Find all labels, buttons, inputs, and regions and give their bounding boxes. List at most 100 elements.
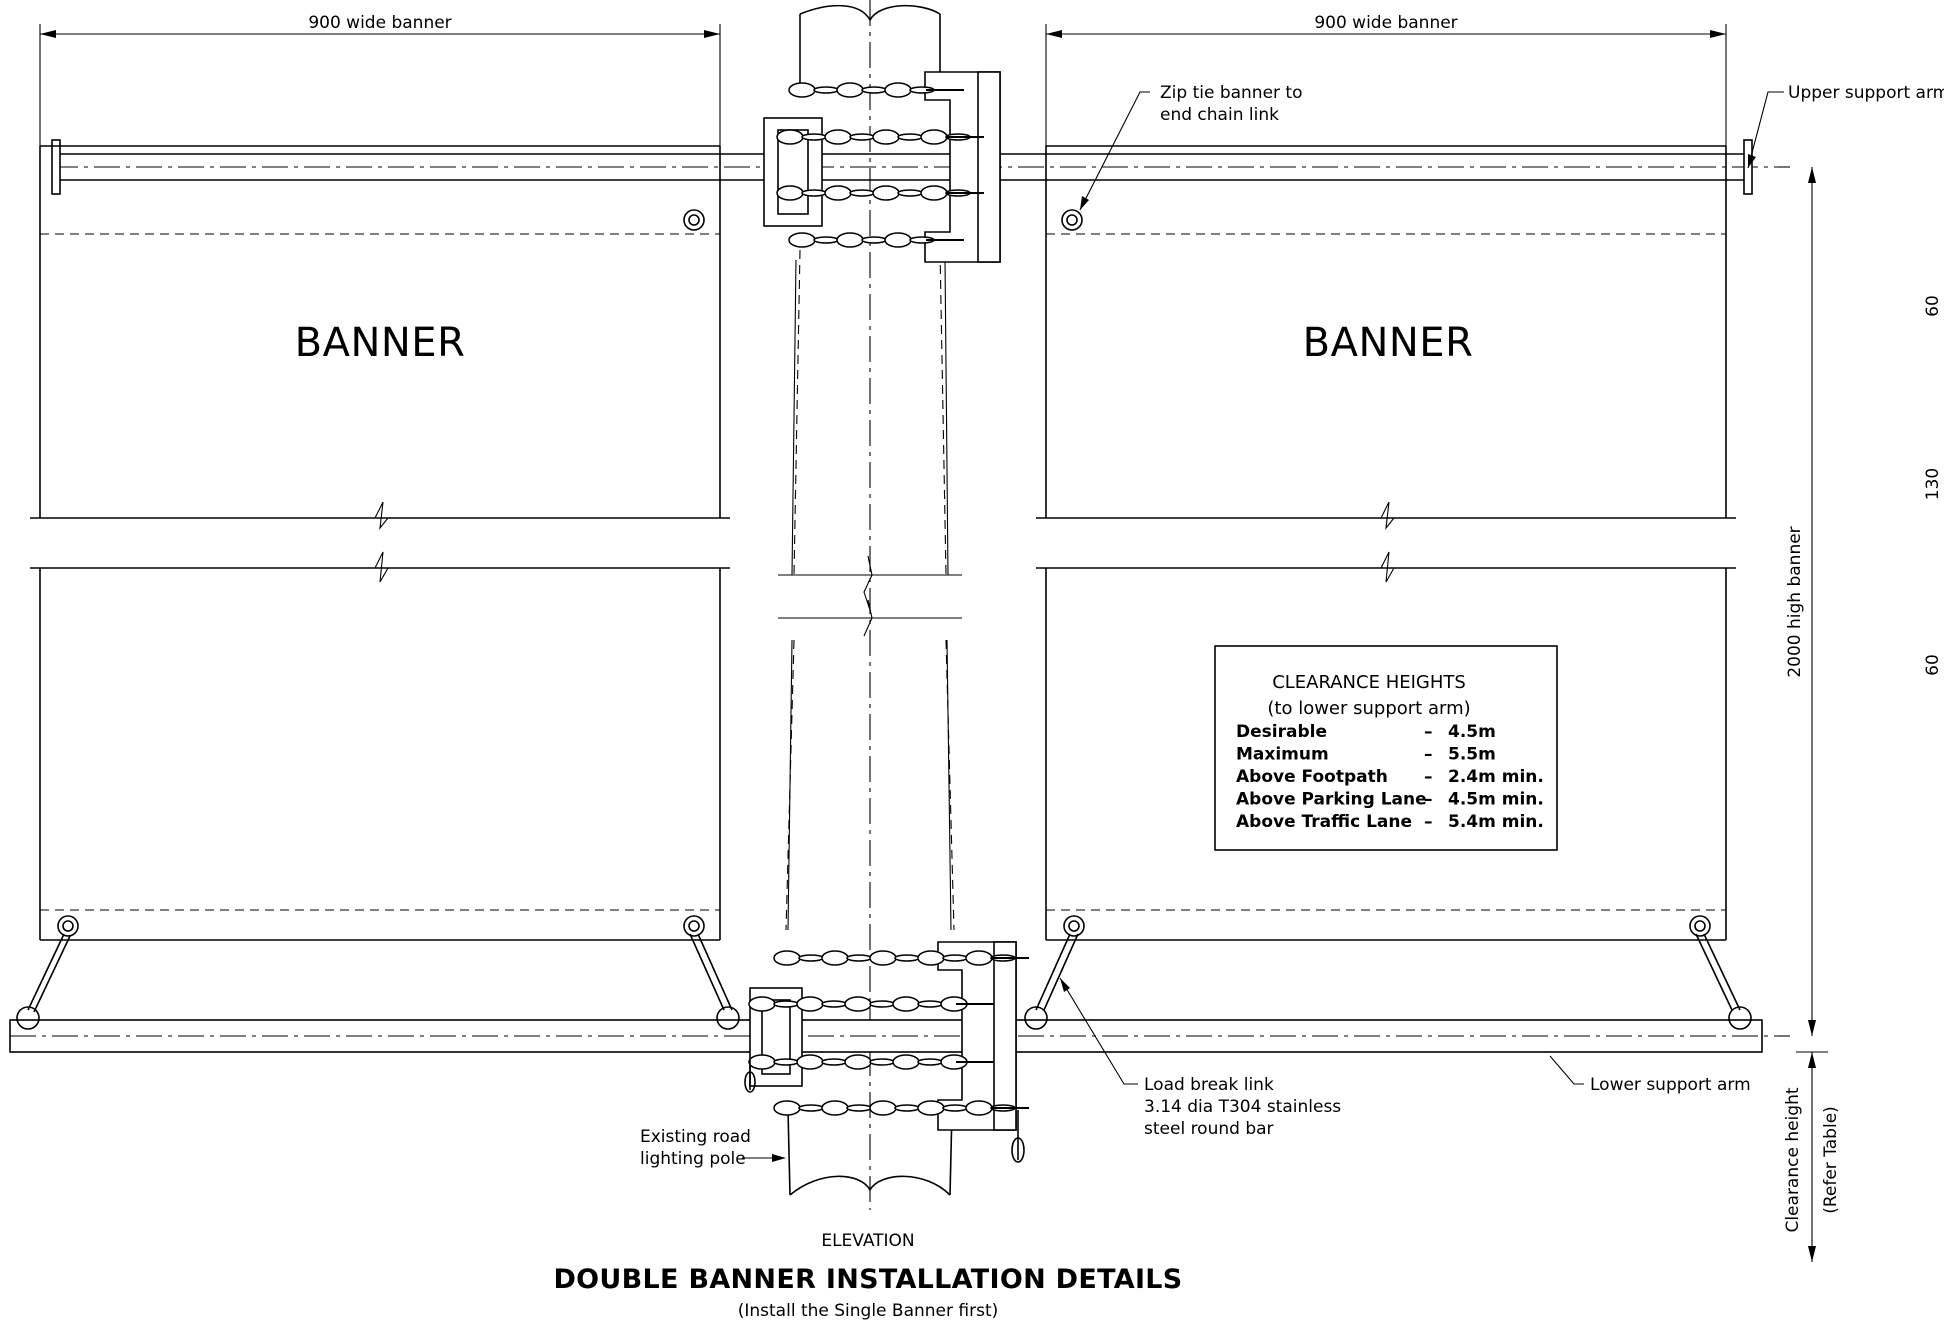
sub-title: (Install the Single Banner first) <box>738 1301 999 1321</box>
clearance-row-label: Desirable <box>1236 722 1327 742</box>
chain-link <box>861 86 887 94</box>
chain-link <box>849 189 875 197</box>
chain-link <box>813 86 839 94</box>
chain-link <box>748 1054 776 1070</box>
chain-link <box>776 185 804 201</box>
load-break-line3: steel round bar <box>1144 1119 1274 1139</box>
chain-link <box>869 1000 895 1008</box>
lower-arm-label: Lower support arm <box>1590 1075 1751 1095</box>
chain-link <box>920 185 948 201</box>
zip-tie-line1: Zip tie banner to <box>1160 83 1303 103</box>
chain-link <box>798 1104 824 1112</box>
chain-link <box>773 1058 799 1066</box>
edge-dimensions: 60 130 60 <box>1923 295 1943 676</box>
pole-line1: Existing road <box>640 1127 751 1147</box>
load-break-line2: 3.14 dia T304 stainless <box>1144 1097 1341 1117</box>
lower-chains <box>748 950 1029 1116</box>
clearance-row-dash: – <box>1424 767 1433 787</box>
clearance-row-dash: – <box>1424 745 1433 765</box>
chain-link <box>965 1100 993 1116</box>
lower-arm-callout: Lower support arm <box>1549 1055 1751 1095</box>
upper-chains <box>776 82 984 248</box>
chain-link <box>773 1100 801 1116</box>
lighting-pole <box>778 0 962 1210</box>
chain-link <box>821 1000 847 1008</box>
clearance-row-value: 2.4m min. <box>1448 767 1544 787</box>
upper-arm-callout: Upper support arm <box>1747 83 1944 169</box>
chain-link <box>788 82 816 98</box>
lower-support-arm <box>9 1006 1790 1053</box>
clearance-row-label: Above Footpath <box>1236 767 1388 787</box>
zip-tie-line2: end chain link <box>1160 105 1279 125</box>
chain-link <box>813 236 839 244</box>
clearance-table-title: CLEARANCE HEIGHTS <box>1272 672 1466 693</box>
chain-link <box>897 133 923 141</box>
load-break-callout: Load break link 3.14 dia T304 stainless … <box>1059 977 1341 1139</box>
chain-link <box>894 1104 920 1112</box>
upper-pole-clamp <box>763 71 1001 263</box>
chain-link <box>773 950 801 966</box>
chain-link <box>846 954 872 962</box>
width-dimension-right: 900 wide banner <box>1045 13 1727 146</box>
clearance-row-value: 5.4m min. <box>1448 812 1544 832</box>
chain-link <box>836 232 864 248</box>
clearance-row-value: 4.5m min. <box>1448 790 1544 810</box>
left-width-label: 900 wide banner <box>308 13 451 33</box>
clearance-ref-label: (Refer Table) <box>1821 1106 1841 1214</box>
chain-link <box>846 1104 872 1112</box>
chain-link <box>869 950 897 966</box>
chain-link <box>884 232 912 248</box>
chain-link <box>917 1058 943 1066</box>
chain-link <box>897 189 923 197</box>
upper-support-arm <box>51 139 1790 195</box>
left-banner: BANNER <box>27 145 733 1013</box>
left-banner-label: BANNER <box>295 320 466 366</box>
width-dimension-left: 900 wide banner <box>39 13 721 146</box>
chain-link <box>776 129 804 145</box>
clearance-heights-table: CLEARANCE HEIGHTS (to lower support arm)… <box>1214 645 1558 851</box>
chain-link <box>796 1054 824 1070</box>
chain-link <box>821 1058 847 1066</box>
chain-link <box>894 954 920 962</box>
chain-link <box>917 1100 945 1116</box>
lower-pole-clamp <box>744 941 1029 1163</box>
chain-link <box>920 129 948 145</box>
chain-link <box>942 954 968 962</box>
chain-link <box>917 1000 943 1008</box>
clearance-row-dash: – <box>1424 790 1433 810</box>
upper-arm-label: Upper support arm <box>1788 83 1944 103</box>
zip-tie-callout: Zip tie banner to end chain link <box>1079 83 1303 211</box>
chain-link <box>821 1100 849 1116</box>
chain-link <box>849 133 875 141</box>
clearance-row-dash: – <box>1424 812 1433 832</box>
clearance-row-label: Above Parking Lane <box>1236 790 1427 810</box>
chain-link <box>844 1054 872 1070</box>
edge-dim-60-top: 60 <box>1923 295 1943 317</box>
chain-link <box>861 236 887 244</box>
pole-line2: lighting pole <box>640 1149 746 1169</box>
chain-link <box>801 133 827 141</box>
chain-link <box>798 954 824 962</box>
chain-link <box>844 996 872 1012</box>
chain-link <box>836 82 864 98</box>
chain-link <box>965 950 993 966</box>
pole-callout: Existing road lighting pole <box>640 1127 786 1169</box>
main-title: DOUBLE BANNER INSTALLATION DETAILS <box>553 1264 1182 1295</box>
chain-link <box>892 1054 920 1070</box>
clearance-table-subtitle: (to lower support arm) <box>1267 698 1470 719</box>
edge-dim-60-bottom: 60 <box>1923 654 1943 676</box>
chain-link <box>796 996 824 1012</box>
chain-link <box>788 232 816 248</box>
chain-link <box>821 950 849 966</box>
height-dimension: 2000 high banner Clearance height (Refer… <box>1783 167 1841 1262</box>
chain-link <box>773 1000 799 1008</box>
chain-link <box>824 129 852 145</box>
right-banner: BANNER <box>1035 145 1741 1011</box>
clearance-height-label: Clearance height <box>1783 1087 1803 1232</box>
chain-link <box>748 996 776 1012</box>
chain-link <box>892 996 920 1012</box>
clearance-row-label: Maximum <box>1236 745 1329 765</box>
drawing-title-block: ELEVATION DOUBLE BANNER INSTALLATION DET… <box>553 1231 1182 1321</box>
